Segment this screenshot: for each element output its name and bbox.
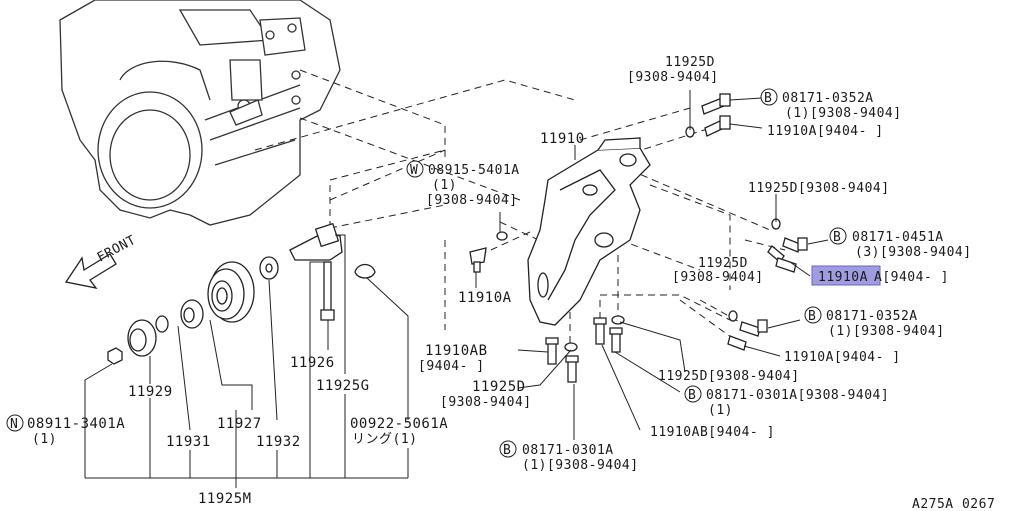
label-11929: 11929	[128, 384, 173, 400]
n-symbol	[6, 414, 24, 432]
b-prefix-1: B	[764, 91, 772, 106]
label-11910A-highlight[interactable]: 11910A	[818, 270, 868, 285]
leader-lines	[84, 90, 829, 488]
label-11925D-b: 11925D[9308-9404]	[748, 181, 890, 196]
b-prefix-2: B	[833, 230, 841, 245]
b-prefix-4: B	[688, 388, 696, 403]
b-symbol-4	[684, 385, 702, 403]
b-prefix-3: B	[808, 309, 816, 324]
n-prefix: N	[10, 417, 18, 432]
idler-pulley-assembly	[107, 222, 376, 365]
label-11910A-a: 11910A[9404- ]	[767, 124, 884, 139]
label-08915-5401A: 08915-5401A	[428, 163, 520, 178]
bracket-11910-illustration	[527, 137, 651, 326]
label-08911-qty: (1)	[32, 432, 57, 447]
b-symbol-5	[499, 440, 517, 458]
front-label: FRONT	[95, 233, 139, 266]
w-prefix: W	[410, 163, 418, 178]
label-11925M: 11925M	[198, 491, 252, 507]
label-11925D-c: 11925D	[698, 256, 748, 271]
fasteners	[469, 93, 808, 383]
label-08915-range: [9308-9404]	[426, 193, 518, 208]
label-08171-0451A-qty: (3)[9308-9404]	[855, 245, 972, 260]
diagram-code: A275A 0267	[912, 497, 995, 511]
label-08171-0352A-a-qty: (1)[9308-9404]	[785, 106, 902, 121]
label-11910A-highlight-range: A[9404- ]	[874, 270, 949, 285]
b-symbol-3	[804, 306, 822, 324]
label-08171-0301A-b-qty: (1)[9308-9404]	[522, 458, 639, 473]
label-11910A-c: 11910A	[458, 290, 512, 306]
label-11910AB-a: 11910AB	[425, 343, 488, 359]
front-direction-arrow: FRONT	[64, 233, 139, 289]
label-08171-0451A: 08171-0451A	[852, 230, 944, 245]
label-08171-0301A-a: 08171-0301A[9308-9404]	[706, 388, 889, 403]
w-symbol	[406, 160, 424, 178]
label-11925G: 11925G	[316, 378, 370, 394]
label-11910AB-b: 11910AB[9404- ]	[650, 425, 775, 440]
label-11910AB-a-range: [9404- ]	[418, 359, 485, 374]
label-08171-0352A-b: 08171-0352A	[826, 309, 918, 324]
label-11910: 11910	[540, 131, 585, 147]
label-08171-0301A-b: 08171-0301A	[522, 443, 614, 458]
label-11932: 11932	[256, 434, 301, 450]
label-11931: 11931	[166, 434, 211, 450]
label-11925D-d: 11925D	[472, 379, 526, 395]
b-symbol-2	[829, 227, 847, 245]
label-00922-5061A: 00922-5061A	[350, 416, 448, 432]
label-08171-0301A-a-qty: (1)	[708, 403, 733, 418]
label-11910A-b: 11910A[9404- ]	[784, 350, 901, 365]
label-08171-0352A-a: 08171-0352A	[782, 91, 874, 106]
label-11925D-e: 11925D[9308-9404]	[658, 369, 800, 384]
b-prefix-5: B	[503, 443, 511, 458]
b-symbol-1	[760, 88, 778, 106]
label-11925D-a-range: [9308-9404]	[627, 70, 719, 85]
label-11925D-a: 11925D	[665, 55, 715, 70]
label-08911-3401A: 08911-3401A	[27, 416, 125, 432]
label-08171-0352A-b-qty: (1)[9308-9404]	[828, 324, 945, 339]
part-labels: 11925D [9308-9404] B 08171-0352A (1)[930…	[6, 55, 995, 511]
label-08915-qty: (1)	[432, 178, 457, 193]
engine-block-illustration	[59, 0, 341, 226]
label-11927: 11927	[217, 416, 262, 432]
label-11926: 11926	[290, 355, 335, 371]
label-11925D-c-range: [9308-9404]	[672, 270, 764, 285]
label-00922-ring: リング(1)	[352, 432, 417, 447]
highlight-box	[811, 265, 881, 286]
label-11925D-d-range: [9308-9404]	[440, 395, 532, 410]
